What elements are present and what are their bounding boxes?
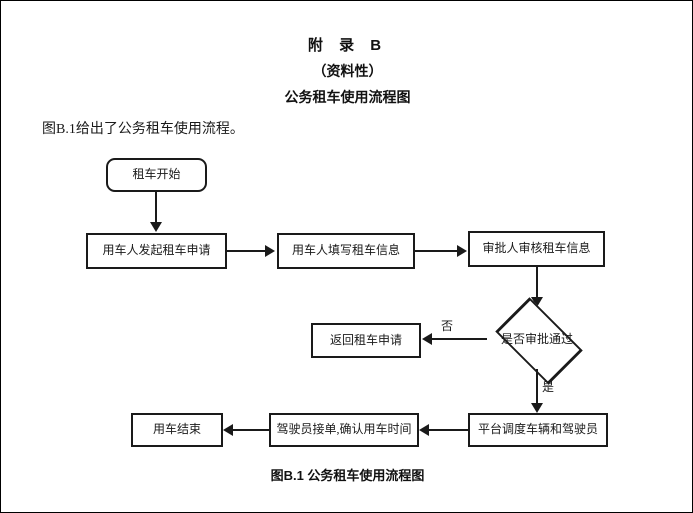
connector-start-to-apply [155,192,157,224]
connector-accept-to-finish [233,429,269,431]
intro-paragraph: 图B.1给出了公务租车使用流程。 [42,122,244,137]
edge-label-no: 否 [441,319,454,333]
connector-decision-to-reject [432,338,487,340]
flow-node-dispatch[interactable]: 平台调度车辆和驾驶员 [468,413,608,447]
arrowhead-down-decision [531,297,543,307]
flow-node-fill[interactable]: 用车人填写租车信息 [277,233,415,269]
arrowhead-right-fill [265,245,275,257]
arrowhead-left-reject [422,333,432,345]
arrowhead-left-finish [223,424,233,436]
connector-apply-to-fill [227,250,267,252]
connector-dispatch-to-accept [429,429,468,431]
flow-node-decision[interactable]: 是否审批通过 [468,296,606,385]
arrowhead-down-apply [150,222,162,232]
flow-node-finish[interactable]: 用车结束 [131,413,223,447]
arrowhead-right-review [457,245,467,257]
flow-node-apply[interactable]: 用车人发起租车申请 [86,233,227,269]
arrowhead-left-accept [419,424,429,436]
connector-review-to-decision [536,267,538,299]
connector-fill-to-review [415,250,459,252]
appendix-subject: 公务租车使用流程图 [284,89,411,105]
flow-node-start[interactable]: 租车开始 [106,158,207,192]
flow-node-accept[interactable]: 驾驶员接单,确认用车时间 [269,413,419,447]
figure-caption: 图B.1 公务租车使用流程图 [270,468,425,483]
flow-node-reject[interactable]: 返回租车申请 [311,323,421,358]
edge-label-yes: 是 [542,380,555,394]
flow-node-decision-label: 是否审批通过 [500,332,573,346]
flow-node-review[interactable]: 审批人审核租车信息 [468,231,605,267]
appendix-kind: （资料性） [312,63,383,79]
appendix-title: 附 录 B [307,37,388,54]
connector-decision-to-dispatch [536,369,538,405]
arrowhead-down-dispatch [531,403,543,413]
